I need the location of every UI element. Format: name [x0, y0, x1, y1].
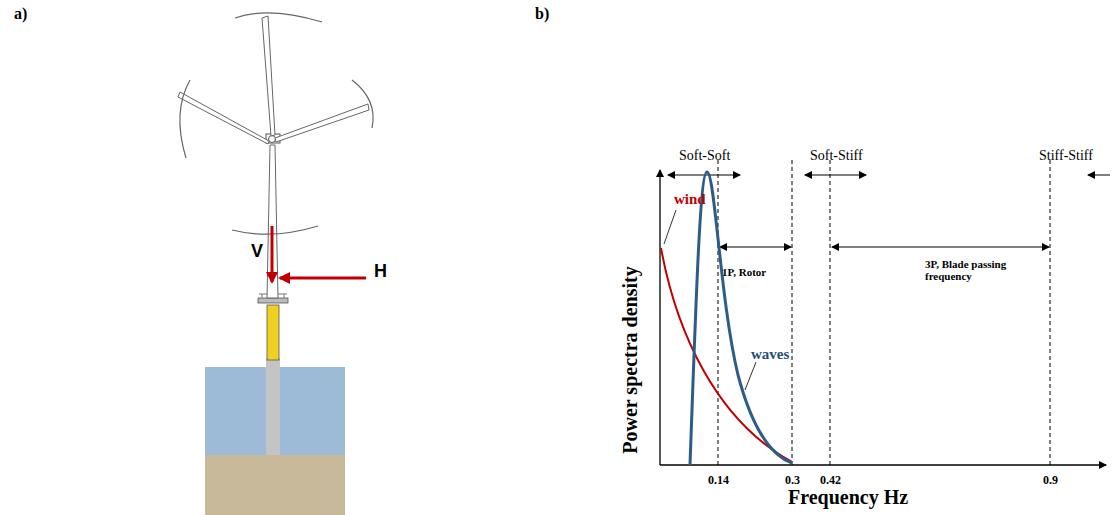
hub — [269, 136, 276, 143]
tick-label: 0.9 — [1043, 474, 1058, 487]
tick-label: 0.3 — [785, 474, 800, 487]
x-axis — [660, 464, 1106, 465]
design-region: Stiff-Stiff — [1039, 148, 1093, 163]
railing — [284, 294, 285, 298]
range-arrow — [720, 247, 791, 248]
vertical-load-arrow — [271, 226, 274, 282]
curve-label: wind — [674, 191, 706, 208]
horizontal-load-arrow — [280, 277, 366, 280]
design-region: Soft-Stiff — [810, 148, 863, 163]
blade — [262, 16, 275, 136]
range-arrow — [805, 175, 866, 176]
wind-spectrum — [661, 248, 792, 462]
y-axis — [659, 170, 660, 465]
leader-line — [664, 210, 676, 244]
force-label: V — [251, 242, 263, 262]
force-label: H — [374, 262, 387, 282]
rotor-arc — [352, 80, 373, 128]
blade — [178, 92, 269, 144]
frequency-line — [830, 160, 831, 465]
soil — [205, 455, 345, 515]
axis-title: Frequency Hz — [788, 486, 908, 508]
range-arrow — [1088, 175, 1110, 176]
panel-letter: b) — [535, 5, 549, 23]
platform — [258, 298, 288, 303]
curve-label: waves — [751, 346, 789, 363]
band-label: 1P, Rotor — [722, 266, 766, 278]
leader-line — [745, 362, 756, 390]
frequency-line — [718, 160, 719, 465]
rotor-arc — [180, 80, 190, 158]
panel-letter: a) — [14, 5, 27, 23]
wave-spectrum — [690, 172, 792, 465]
blade — [275, 104, 369, 142]
axis-title: Power spectra density — [619, 266, 641, 453]
frequency-line — [792, 160, 793, 465]
transition-piece — [267, 305, 279, 360]
design-region: Soft-Soft — [679, 148, 730, 163]
frequency-line — [1050, 160, 1051, 465]
tick-label: 0.14 — [708, 474, 729, 487]
tick-label: 0.42 — [820, 474, 841, 487]
railing — [262, 294, 263, 298]
monopile — [266, 358, 280, 455]
rotor-arc — [232, 226, 318, 234]
rotor-arc — [235, 13, 322, 22]
band-label: 3P, Blade passing frequency — [925, 258, 1037, 282]
range-arrow — [832, 247, 1049, 248]
tower — [267, 145, 278, 298]
